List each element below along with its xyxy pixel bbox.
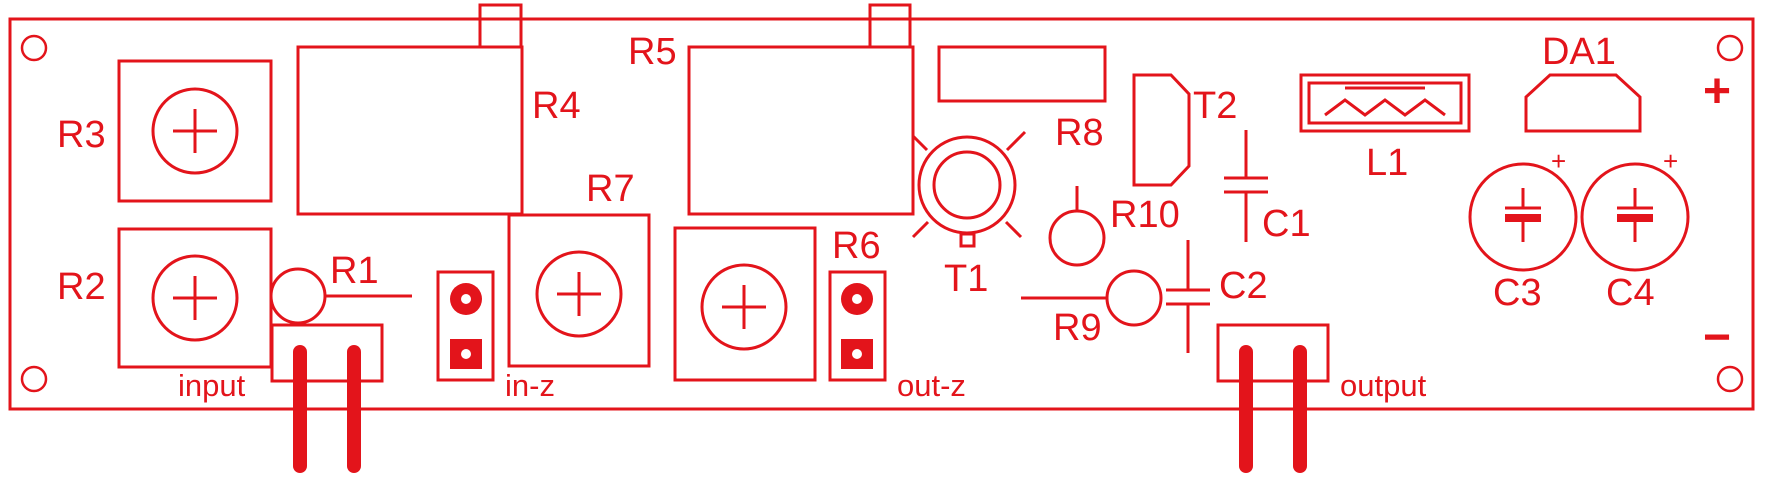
label-minus: − bbox=[1703, 311, 1731, 364]
resistor-r4 bbox=[296, 3, 524, 216]
label-r4: R4 bbox=[532, 85, 581, 127]
label-c4-polarity: + bbox=[1663, 146, 1678, 176]
label-r7: R7 bbox=[586, 168, 635, 210]
label-r6: R6 bbox=[832, 225, 881, 267]
resistor-r1 bbox=[269, 267, 412, 325]
label-output: output bbox=[1340, 368, 1427, 403]
trimmer-unlabeled bbox=[673, 226, 817, 382]
trimmer-r2 bbox=[117, 227, 273, 369]
capacitor-c2 bbox=[1166, 240, 1210, 353]
capacitor-c4 bbox=[1580, 162, 1690, 272]
jumper-out-z bbox=[828, 270, 887, 382]
label-input: input bbox=[178, 368, 246, 403]
label-r9: R9 bbox=[1053, 307, 1102, 349]
label-r5: R5 bbox=[628, 31, 677, 73]
label-c2: C2 bbox=[1219, 265, 1268, 307]
label-r2: R2 bbox=[57, 266, 106, 308]
mounting-hole-bottom-right bbox=[1716, 365, 1744, 393]
resistor-r10 bbox=[1048, 186, 1106, 267]
capacitor-c1 bbox=[1224, 130, 1268, 242]
label-da1: DA1 bbox=[1542, 31, 1616, 73]
mounting-hole-top-left bbox=[20, 34, 48, 62]
label-r8: R8 bbox=[1055, 112, 1104, 154]
label-r3: R3 bbox=[57, 114, 106, 156]
label-c1: C1 bbox=[1262, 203, 1311, 245]
input-connector bbox=[270, 323, 384, 473]
label-c4: C4 bbox=[1606, 272, 1655, 314]
mounting-hole-bottom-left bbox=[20, 365, 48, 393]
label-out-z: out-z bbox=[897, 368, 966, 403]
label-r10: R10 bbox=[1110, 194, 1180, 236]
label-t2: T2 bbox=[1193, 85, 1237, 127]
label-l1: L1 bbox=[1366, 142, 1408, 184]
resistor-r5 bbox=[687, 3, 915, 216]
label-c3-polarity: + bbox=[1551, 146, 1566, 176]
mounting-hole-top-right bbox=[1716, 34, 1744, 62]
label-in-z: in-z bbox=[505, 368, 555, 403]
transistor-t2 bbox=[1132, 73, 1191, 187]
transistor-t1 bbox=[911, 130, 1027, 248]
label-plus: + bbox=[1703, 65, 1731, 118]
label-t1: T1 bbox=[944, 258, 988, 300]
trimmer-r7 bbox=[507, 213, 651, 368]
inductor-l1 bbox=[1299, 73, 1471, 133]
board-outline bbox=[8, 17, 1755, 411]
trimmer-r3 bbox=[117, 59, 273, 203]
resistor-r8 bbox=[937, 45, 1107, 103]
capacitor-c3 bbox=[1468, 162, 1578, 272]
jumper-in-z bbox=[436, 270, 495, 382]
resistor-r9 bbox=[1021, 269, 1163, 327]
label-r1: R1 bbox=[330, 250, 379, 292]
label-c3: C3 bbox=[1493, 272, 1542, 314]
output-connector bbox=[1216, 323, 1330, 473]
regulator-da1 bbox=[1524, 73, 1642, 133]
